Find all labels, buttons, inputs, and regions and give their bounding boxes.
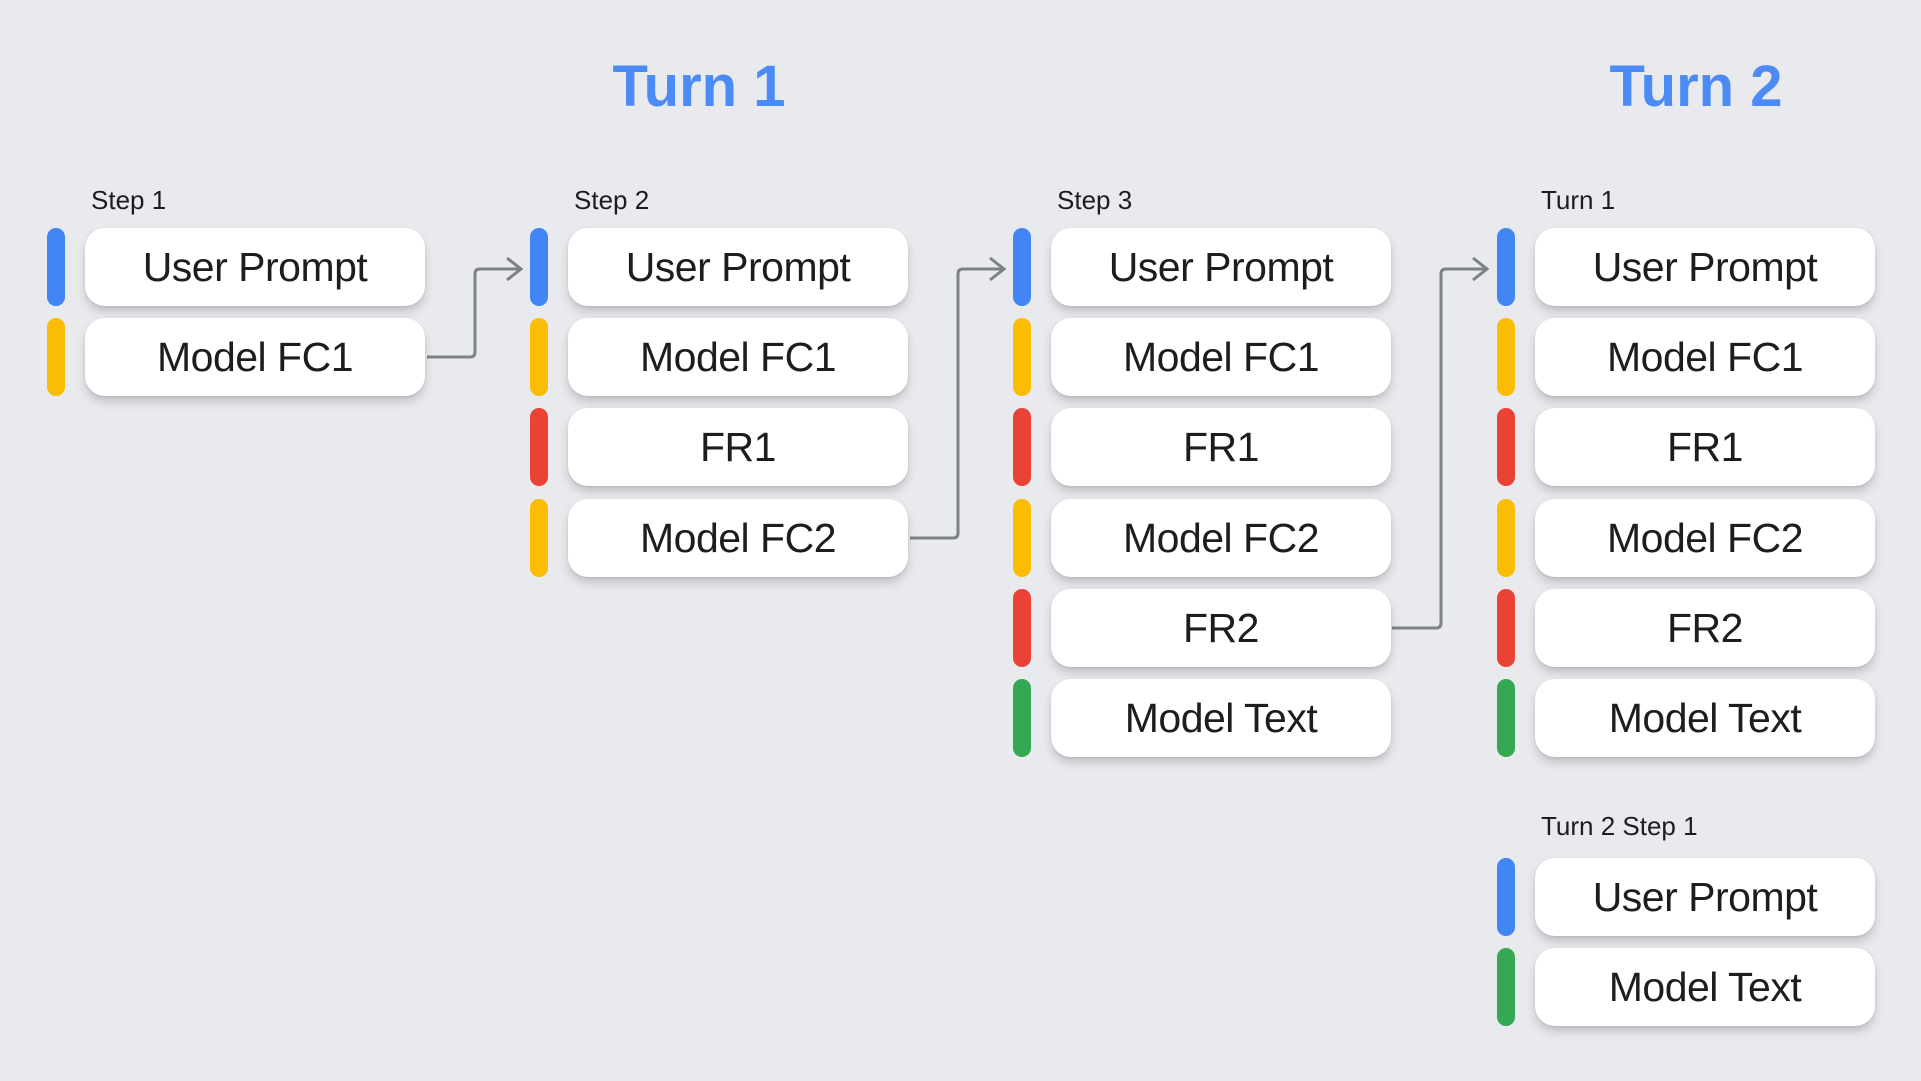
- message-row: FR2: [1013, 589, 1391, 667]
- message-label: FR1: [700, 423, 776, 470]
- red-role-bar: [1497, 589, 1515, 667]
- message-label: FR1: [1667, 423, 1743, 470]
- message-row: User Prompt: [1497, 858, 1875, 936]
- message-box: User Prompt: [568, 228, 908, 306]
- message-label: FR2: [1183, 604, 1259, 651]
- message-row: Model FC1: [47, 318, 425, 396]
- arrow-step2-to-step3: [910, 256, 1007, 540]
- yellow-role-bar: [1013, 499, 1031, 577]
- yellow-role-bar: [530, 318, 548, 396]
- message-box: User Prompt: [1535, 858, 1875, 936]
- message-box: Model FC1: [1051, 318, 1391, 396]
- message-row: FR1: [530, 408, 908, 486]
- blue-role-bar: [47, 228, 65, 306]
- message-box: Model FC2: [1535, 499, 1875, 577]
- turn-1-title: Turn 1: [612, 54, 786, 119]
- message-label: FR1: [1183, 423, 1259, 470]
- message-row: FR1: [1013, 408, 1391, 486]
- blue-role-bar: [1497, 858, 1515, 936]
- message-row: User Prompt: [1497, 228, 1875, 306]
- blue-role-bar: [530, 228, 548, 306]
- red-role-bar: [1013, 408, 1031, 486]
- message-row: Model Text: [1497, 948, 1875, 1026]
- yellow-role-bar: [1497, 499, 1515, 577]
- group-label: Step 1: [91, 185, 167, 215]
- message-row: FR1: [1497, 408, 1875, 486]
- message-label: User Prompt: [142, 243, 368, 290]
- green-role-bar: [1497, 948, 1515, 1026]
- message-label: Model FC2: [1606, 514, 1804, 561]
- message-box: Model Text: [1535, 679, 1875, 757]
- message-label: Model FC2: [639, 514, 837, 561]
- message-label: Model FC1: [639, 333, 837, 380]
- message-label: Model Text: [1608, 963, 1802, 1010]
- arrow-step1-to-step2: [427, 256, 524, 359]
- message-label: User Prompt: [1592, 243, 1818, 290]
- message-box: FR2: [1051, 589, 1391, 667]
- message-row: Model FC2: [1013, 499, 1391, 577]
- message-label: User Prompt: [625, 243, 851, 290]
- red-role-bar: [530, 408, 548, 486]
- message-row: Model Text: [1013, 679, 1391, 757]
- group-label: Step 2: [574, 185, 650, 215]
- message-row: User Prompt: [1013, 228, 1391, 306]
- message-row: User Prompt: [47, 228, 425, 306]
- red-role-bar: [1497, 408, 1515, 486]
- message-box: Model Text: [1535, 948, 1875, 1026]
- yellow-role-bar: [47, 318, 65, 396]
- message-box: FR1: [568, 408, 908, 486]
- message-row: Model FC1: [1497, 318, 1875, 396]
- message-label: Model Text: [1124, 694, 1318, 741]
- message-label: FR2: [1667, 604, 1743, 651]
- message-box: Model FC1: [1535, 318, 1875, 396]
- message-label: Model Text: [1608, 694, 1802, 741]
- message-label: Model FC1: [1122, 333, 1320, 380]
- group-label: Step 3: [1057, 185, 1133, 215]
- message-row: Model FC1: [530, 318, 908, 396]
- yellow-role-bar: [1013, 318, 1031, 396]
- message-label: Model FC2: [1122, 514, 1320, 561]
- message-label: User Prompt: [1108, 243, 1334, 290]
- message-box: User Prompt: [1051, 228, 1391, 306]
- yellow-role-bar: [530, 499, 548, 577]
- green-role-bar: [1497, 679, 1515, 757]
- message-label: User Prompt: [1592, 873, 1818, 920]
- message-row: Model Text: [1497, 679, 1875, 757]
- message-box: Model FC2: [1051, 499, 1391, 577]
- message-box: User Prompt: [85, 228, 425, 306]
- message-row: Model FC2: [1497, 499, 1875, 577]
- message-box: User Prompt: [1535, 228, 1875, 306]
- message-box: Model FC1: [568, 318, 908, 396]
- message-label: Model FC1: [156, 333, 354, 380]
- message-row: FR2: [1497, 589, 1875, 667]
- message-box: FR1: [1535, 408, 1875, 486]
- green-role-bar: [1013, 679, 1031, 757]
- message-box: Model Text: [1051, 679, 1391, 757]
- blue-role-bar: [1013, 228, 1031, 306]
- group-label: Turn 2 Step 1: [1541, 811, 1698, 841]
- message-row: User Prompt: [530, 228, 908, 306]
- message-box: Model FC2: [568, 499, 908, 577]
- message-row: Model FC1: [1013, 318, 1391, 396]
- message-row: Model FC2: [530, 499, 908, 577]
- red-role-bar: [1013, 589, 1031, 667]
- message-box: FR1: [1051, 408, 1391, 486]
- blue-role-bar: [1497, 228, 1515, 306]
- message-label: Model FC1: [1606, 333, 1804, 380]
- turn-2-title: Turn 2: [1609, 54, 1783, 119]
- message-box: FR2: [1535, 589, 1875, 667]
- yellow-role-bar: [1497, 318, 1515, 396]
- group-label: Turn 1: [1541, 185, 1616, 215]
- arrow-step3-to-turn1: [1392, 256, 1490, 630]
- message-box: Model FC1: [85, 318, 425, 396]
